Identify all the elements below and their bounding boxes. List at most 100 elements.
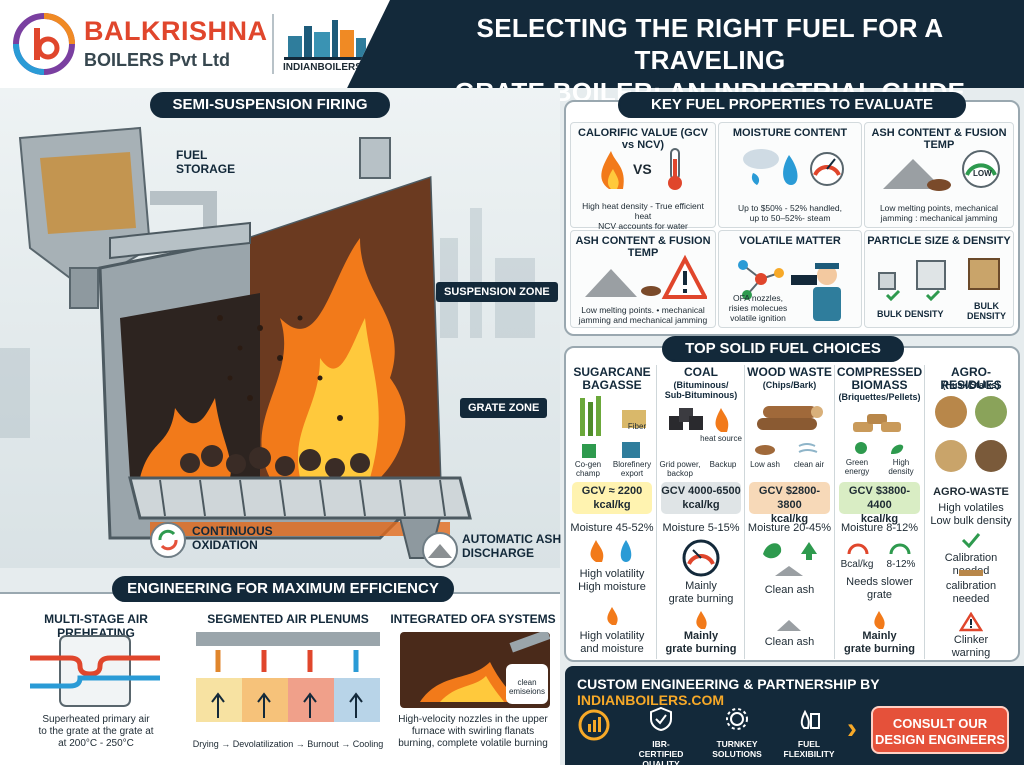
eng-text-preheat: Superheated primary air to the grate at … [38, 714, 154, 749]
ash-warning-icon [585, 254, 707, 299]
ash-icon [777, 620, 801, 631]
fuel-name: WOOD WASTE [747, 365, 832, 379]
partnership-banner: CUSTOM ENGINEERING & PARTNERSHIP BY INDI… [565, 666, 1024, 765]
badge-label: TURNKEY SOLUTIONS [712, 739, 762, 759]
fuel-mini: clean air [793, 460, 825, 469]
fuel-note: Mainly grate burning [844, 630, 915, 655]
cubes-icon [878, 258, 1000, 301]
particle-label-b: BULK DENSITY [967, 301, 1007, 321]
fuel-divider [744, 365, 745, 659]
header: BALKRISHNA BOILERS Pvt Ltd INDIANBOILERS… [0, 0, 1024, 107]
husk-stalks-icon [935, 396, 1007, 472]
fuel-mini: Co-gen champ [574, 460, 602, 478]
bulb-leaf-icon [855, 442, 904, 454]
prop-cell-ash-2: ASH CONTENT & FUSION TEMP Low melting po… [570, 230, 716, 328]
fuel-divider [656, 365, 657, 659]
mini-gauges-icon [847, 543, 911, 555]
eng-text-ofa: High-velocity nozzles in the upper furna… [398, 714, 548, 749]
air-plenums-icon [196, 632, 380, 722]
brand-logo-icon [13, 13, 75, 75]
fuel-mini: heat source [700, 434, 742, 443]
fuel-gcv: AGRO-WASTE [933, 486, 1009, 498]
pellets-icon [853, 414, 901, 432]
gear-chart-icon [578, 709, 610, 741]
logo-panel: BALKRISHNA BOILERS Pvt Ltd INDIANBOILERS… [0, 0, 390, 88]
engineering-heading: ENGINEERING FOR MAXIMUM EFFICIENCY [112, 576, 454, 602]
fuel-mini: High density [888, 458, 914, 476]
fuel-col-coal: COAL (Bituminous/ Sub-Bituminous) heat s… [657, 362, 745, 662]
fuel-name: COAL [684, 365, 718, 379]
fuel-mini: Grid power, backop [659, 460, 701, 478]
eng-text-plenums: Drying → Devolatilization → Burnout → Co… [192, 739, 384, 749]
fuel-col-biomass: COMPRESSED BIOMASS (Briquettes/Pellets) … [835, 362, 924, 662]
prop-title-ash-2: ASH CONTENT & FUSION TEMP [575, 235, 711, 259]
fuel-mini: Blorefinery export [612, 460, 652, 478]
site-url-small: INDIANBOILERS.COM [283, 62, 388, 73]
chips-air-icon [755, 443, 818, 455]
prop-title-particle: PARTICLE SIZE & DENSITY [867, 235, 1011, 247]
prop-title-calorific: CALORIFIC VALUE (GCV vs NCV) [578, 127, 708, 151]
boiler-diagram [0, 126, 535, 559]
fuel-note: Clinker warning [951, 634, 991, 659]
flame-thermometer-icon [601, 148, 682, 190]
fuel-sub: (Bituminous/ Sub-Bituminous) [664, 380, 738, 400]
prop-title-ash-1: ASH CONTENT & FUSION TEMP [871, 127, 1007, 151]
gear-icon [726, 708, 748, 730]
fuel-mini: Bcal/kg [840, 559, 874, 570]
fuel-col-bagasse: SUGARCANE BAGASSE Fiber Co-gen champ Blo… [568, 362, 656, 662]
continuous-oxidation-label: CONTINUOUS OXIDATION [192, 524, 273, 552]
fuel-moisture: Moisture 45-52% [570, 522, 654, 534]
coal-icon [669, 408, 729, 432]
badge-ibr: IBR-CERTIFIED QUALITY [631, 706, 691, 765]
fuel-col-wood: WOOD WASTE (Chips/Bark) Low ash clean ai… [745, 362, 834, 662]
fuel-note: Clean ash [764, 584, 815, 596]
prop-title-volatile: VOLATILE MATTER [739, 235, 841, 247]
check-icon [961, 533, 981, 548]
logo-divider [272, 14, 274, 74]
fuel-divider [834, 365, 835, 659]
low-gauge-label: LOW [973, 169, 992, 178]
fuel-gcv: GCV 4000-6500 kcal/kg [661, 482, 741, 514]
fuel-note: Needs slower grate [846, 576, 913, 601]
fuel-flexibility-icon [800, 709, 820, 729]
flame-drop-icon [590, 540, 632, 562]
badge-turnkey: TURNKEY SOLUTIONS [707, 706, 767, 759]
leaf-arrow-ash-icon [763, 542, 817, 576]
logs-icon [757, 406, 823, 430]
fuel-moisture: Moisture 5-15% [662, 522, 740, 534]
prop-text-volatile: OFA nozzles, risies molecues volatile ig… [728, 293, 788, 323]
eng-title-ofa: INTEGRATED OFA SYSTEMS [390, 612, 556, 626]
badge-fuel: FUEL FLEXIBILITY [779, 706, 839, 759]
recycle-icon [150, 522, 186, 558]
grate-zone-label: GRATE ZONE [460, 398, 548, 418]
fuel-sub: (Briquettes/Pellets) [838, 392, 921, 402]
sugarcane-icon [580, 396, 646, 436]
fuel-moisture: Moisture 8-12% [840, 522, 919, 534]
prop-cell-moisture: MOISTURE CONTENT Up to $50% - 52% handle… [718, 122, 862, 228]
fuel-name: AGRO-RESIDUES [940, 365, 1002, 392]
heat-exchanger-icon [30, 635, 160, 707]
factory-plant-icon [582, 442, 640, 458]
badge-label: FUEL FLEXIBILITY [783, 739, 835, 759]
clean-emissions-badge: clean emiseions [506, 664, 548, 704]
suspension-zone-label: SUSPENSION ZONE [436, 282, 558, 302]
rain-gauge-icon [743, 149, 844, 186]
fuel-sub: (Husk/Stalks) [942, 380, 1000, 390]
gauge-icon [682, 539, 720, 577]
fuel-note: High volatility and moisture [579, 630, 645, 655]
flame-icon [607, 607, 618, 625]
ash-gauge-icon [883, 150, 1000, 191]
fuel-moisture: Moisture 20-45% [747, 522, 832, 534]
consult-engineers-button[interactable]: CONSULT OUR DESIGN ENGINEERS [871, 706, 1009, 754]
prop-text-ash-1: Low melting points, mechanical jamming :… [879, 203, 999, 223]
vs-label: VS [633, 161, 652, 177]
title-line-1: SELECTING THE RIGHT FUEL FOR A TRAVELING [476, 13, 944, 75]
fuel-gcv: GCV $3800-4400 kcal/kg [839, 482, 920, 525]
fuels-heading: TOP SOLID FUEL CHOICES [662, 336, 904, 362]
prop-text-moisture: Up to $50% - 52% handled, up to 50–52%- … [738, 203, 842, 223]
prop-cell-calorific: CALORIFIC VALUE (GCV vs NCV) VS High hea… [570, 122, 716, 241]
fuel-moisture: High volatiles Low bulk density [930, 502, 1012, 527]
fuel-sub: (Chips/Bark) [762, 380, 817, 390]
fuel-name: SUGARCANE BAGASSE [573, 365, 651, 392]
fuel-note-small: calibration needed [945, 580, 997, 605]
